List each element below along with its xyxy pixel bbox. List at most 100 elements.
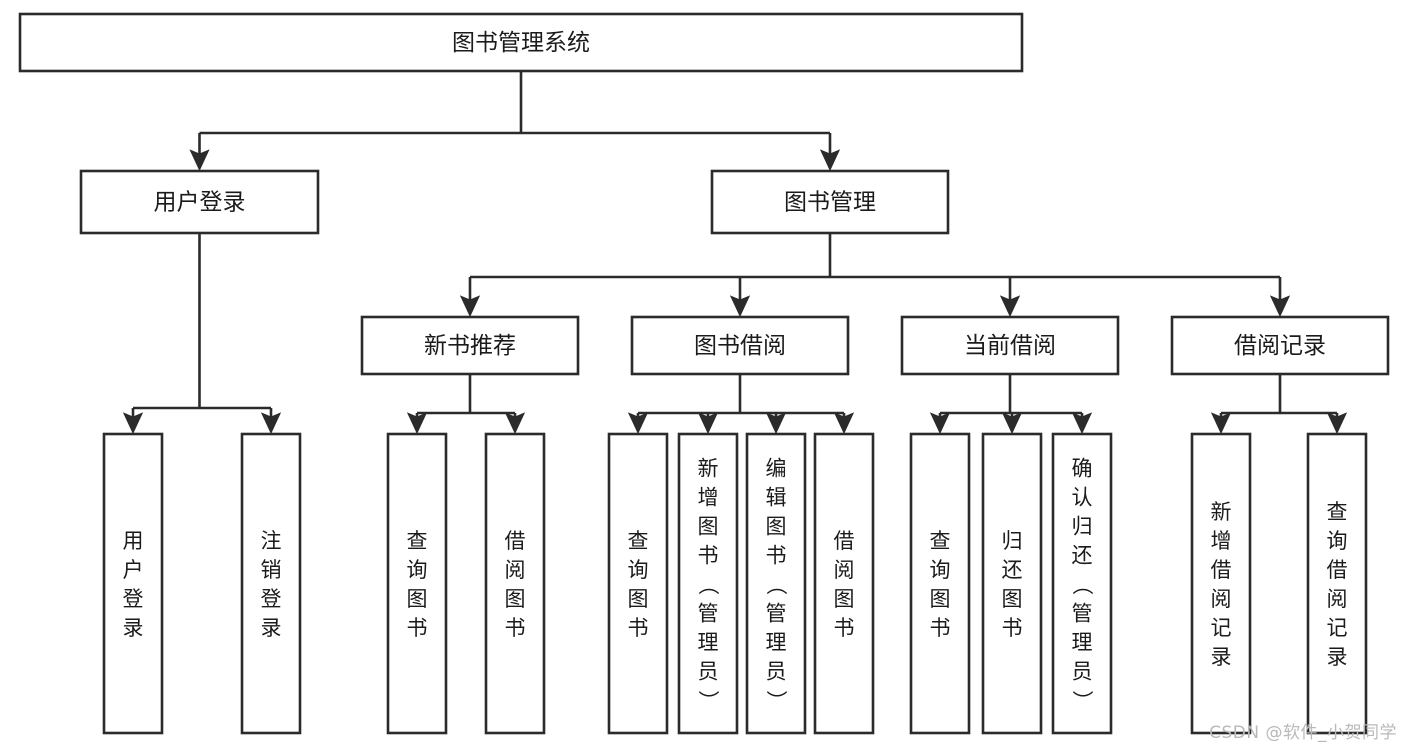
svg-text:借: 借 — [505, 529, 526, 553]
node-leaf-borrow-book-1-rect[interactable] — [484, 432, 546, 735]
node-user-login-rect[interactable] — [79, 169, 320, 235]
svg-text:记: 记 — [1327, 616, 1348, 640]
node-leaf-query-book-1[interactable]: 查询图书查询图书 — [386, 432, 448, 735]
svg-text:图: 图 — [1002, 587, 1023, 611]
svg-text:录: 录 — [261, 616, 282, 640]
node-leaf-borrow-book-2[interactable]: 借阅图书借阅图书 — [813, 432, 875, 735]
node-user-login[interactable]: 用户登录 — [79, 169, 320, 235]
node-leaf-query-book-2-rect[interactable] — [607, 432, 669, 735]
svg-text:登: 登 — [261, 587, 282, 611]
node-leaf-return-book-rect[interactable] — [981, 432, 1043, 735]
svg-text:查: 查 — [407, 529, 428, 553]
connector-lines — [122, 71, 1348, 435]
svg-text:编: 编 — [766, 457, 787, 481]
node-leaf-borrow-book-1[interactable]: 借阅图书借阅图书 — [484, 432, 546, 735]
svg-text:图: 图 — [930, 587, 951, 611]
svg-text:书: 书 — [766, 544, 787, 568]
svg-text:用: 用 — [123, 529, 144, 553]
node-leaf-return-book[interactable]: 归还图书归还图书 — [981, 432, 1043, 735]
node-book-borrow-label: 图书借阅 — [694, 333, 786, 359]
node-root-system[interactable]: 图书管理系统 — [18, 12, 1024, 73]
node-new-book-recommend[interactable]: 新书推荐 — [360, 315, 580, 376]
node-leaf-user-logout[interactable]: 注销登录注销登录 — [240, 432, 302, 735]
svg-text:录: 录 — [123, 616, 144, 640]
node-leaf-add-book-rect[interactable] — [677, 432, 739, 735]
node-leaf-query-record-rect[interactable] — [1306, 432, 1368, 735]
svg-text:（: （ — [1070, 574, 1094, 595]
svg-text:阅: 阅 — [1327, 587, 1348, 611]
node-leaf-query-book-1-rect[interactable] — [386, 432, 448, 735]
node-book-manage[interactable]: 图书管理 — [710, 169, 950, 235]
svg-text:管: 管 — [766, 602, 787, 626]
svg-text:阅: 阅 — [1211, 587, 1232, 611]
svg-text:管: 管 — [1072, 602, 1093, 626]
node-borrow-record[interactable]: 借阅记录 — [1170, 315, 1390, 376]
svg-text:销: 销 — [261, 558, 282, 582]
svg-text:员: 员 — [1072, 660, 1093, 684]
node-current-borrow-rect[interactable] — [900, 315, 1120, 376]
node-leaf-confirm-return-rect[interactable] — [1051, 432, 1113, 735]
svg-text:阅: 阅 — [834, 558, 855, 582]
node-leaf-query-book-3[interactable]: 查询图书查询图书 — [909, 432, 971, 735]
svg-text:查: 查 — [628, 529, 649, 553]
svg-text:新: 新 — [1211, 500, 1232, 524]
node-leaf-user-login[interactable]: 用户登录用户登录 — [102, 432, 164, 735]
svg-text:还: 还 — [1002, 558, 1023, 582]
svg-text:询: 询 — [930, 558, 951, 582]
node-leaf-add-record-rect[interactable] — [1190, 432, 1252, 735]
svg-text:新: 新 — [698, 457, 719, 481]
node-leaf-edit-book-rect[interactable] — [745, 432, 807, 735]
node-book-borrow[interactable]: 图书借阅 — [630, 315, 850, 376]
svg-text:书: 书 — [628, 616, 649, 640]
node-leaf-user-login-rect[interactable] — [102, 432, 164, 735]
svg-text:理: 理 — [766, 631, 787, 655]
svg-text:借: 借 — [1327, 558, 1348, 582]
svg-text:询: 询 — [407, 558, 428, 582]
watermark-text: CSDN @软件_小贺同学 — [1209, 723, 1397, 743]
svg-text:确: 确 — [1072, 457, 1093, 481]
node-leaf-borrow-book-2-rect[interactable] — [813, 432, 875, 735]
svg-text:员: 员 — [698, 660, 719, 684]
svg-text:（: （ — [696, 574, 720, 595]
svg-text:理: 理 — [1072, 631, 1093, 655]
node-current-borrow[interactable]: 当前借阅 — [900, 315, 1120, 376]
node-leaf-query-book-2[interactable]: 查询图书查询图书 — [607, 432, 669, 735]
svg-text:）: ） — [1070, 690, 1094, 711]
node-book-manage-label: 图书管理 — [784, 190, 876, 216]
svg-text:登: 登 — [123, 587, 144, 611]
svg-text:询: 询 — [628, 558, 649, 582]
svg-text:图: 图 — [407, 587, 428, 611]
node-book-manage-rect[interactable] — [710, 169, 950, 235]
svg-text:书: 书 — [834, 616, 855, 640]
node-new-book-recommend-rect[interactable] — [360, 315, 580, 376]
node-leaf-query-book-3-rect[interactable] — [909, 432, 971, 735]
svg-text:阅: 阅 — [505, 558, 526, 582]
node-borrow-record-rect[interactable] — [1170, 315, 1390, 376]
svg-text:理: 理 — [698, 631, 719, 655]
svg-text:询: 询 — [1327, 529, 1348, 553]
node-leaf-query-record[interactable]: 查询借阅记录查询借阅记录 — [1306, 432, 1368, 735]
svg-text:图: 图 — [628, 587, 649, 611]
node-leaf-add-record[interactable]: 新增借阅记录新增借阅记录 — [1190, 432, 1252, 735]
svg-text:注: 注 — [261, 529, 282, 553]
svg-text:（: （ — [764, 574, 788, 595]
svg-text:认: 认 — [1072, 486, 1093, 510]
svg-text:书: 书 — [698, 544, 719, 568]
svg-text:书: 书 — [407, 616, 428, 640]
node-book-borrow-rect[interactable] — [630, 315, 850, 376]
node-leaf-user-logout-rect[interactable] — [240, 432, 302, 735]
svg-text:管: 管 — [698, 602, 719, 626]
node-root-system-label: 图书管理系统 — [452, 30, 590, 56]
svg-text:还: 还 — [1072, 544, 1093, 568]
svg-text:录: 录 — [1327, 645, 1348, 669]
svg-text:书: 书 — [930, 616, 951, 640]
svg-text:图: 图 — [834, 587, 855, 611]
svg-text:辑: 辑 — [766, 486, 787, 510]
svg-text:）: ） — [764, 690, 788, 711]
svg-text:借: 借 — [834, 529, 855, 553]
node-root-system-rect[interactable] — [18, 12, 1024, 73]
svg-text:图: 图 — [766, 515, 787, 539]
